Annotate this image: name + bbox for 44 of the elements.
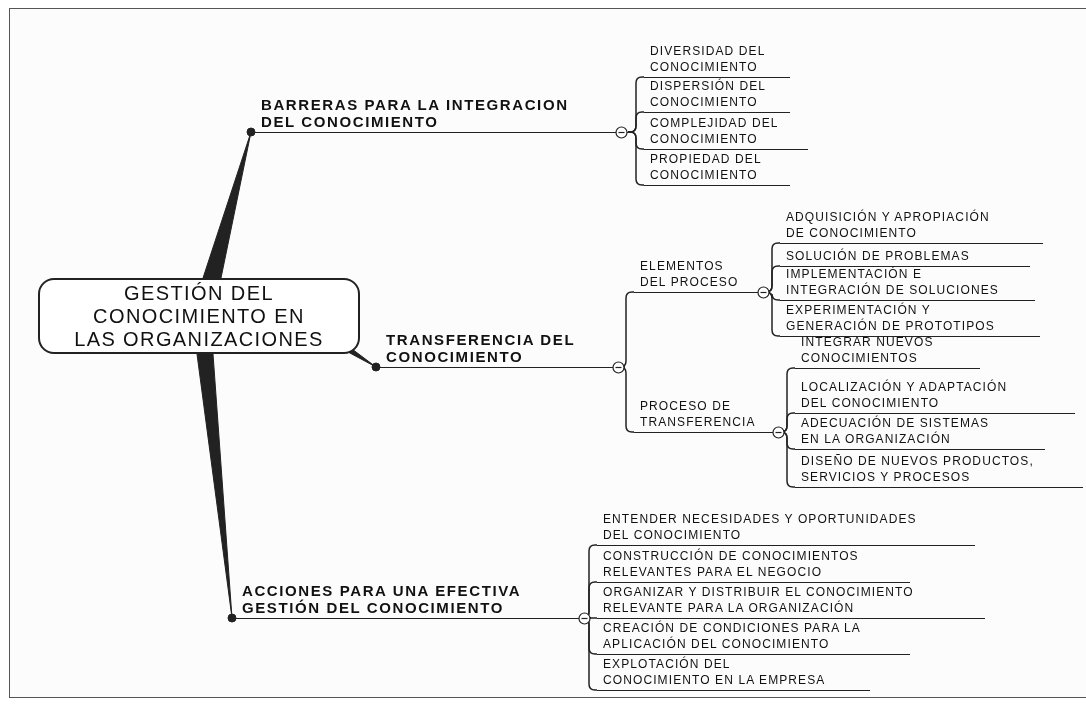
tapered-branch bbox=[347, 348, 381, 372]
leaf-topic bbox=[795, 338, 980, 369]
topic-text: LOCALIZACIÓN Y ADAPTACIÓN DEL CONOCIMIENTO bbox=[801, 378, 1008, 411]
topic-text: ADECUACIÓN DE SISTEMAS EN LA ORGANIZACIÓN bbox=[801, 414, 990, 447]
leaf-topic bbox=[597, 548, 910, 583]
topic-text: DISEÑO DE NUEVOS PRODUCTOS, SERVICIOS Y PROCESOS bbox=[801, 452, 1034, 485]
topic-text: EXPERIMENTACIÓN Y GENERACIÓN DE PROTOTIPOS bbox=[786, 301, 995, 334]
leaf-topic bbox=[795, 415, 1045, 450]
topic-text: BARRERAS PARA LA INTEGRACION DEL CONOCIMIENTO bbox=[261, 95, 569, 130]
central-topic-text: GESTIÓN DEL CONOCIMIENTO EN LAS ORGANIZACIONES bbox=[74, 281, 324, 351]
leaf-topic bbox=[597, 656, 870, 691]
topic-text: TRANSFERENCIA DEL CONOCIMIENTO bbox=[386, 330, 576, 365]
topic-text: DISPERSIÓN DEL CONOCIMIENTO bbox=[650, 77, 767, 110]
leaf-topic bbox=[780, 266, 1035, 301]
topic-text: ENTENDER NECESIDADES Y OPORTUNIDADES DEL CONOCIMIENTO bbox=[603, 510, 917, 543]
tapered-branch bbox=[196, 353, 237, 623]
topic-text: PROPIEDAD DEL CONOCIMIENTO bbox=[650, 150, 762, 183]
topic-text: CREACIÓN DE CONDICIONES PARA LA APLICACIÓN DEL CONOCIMIENTO bbox=[603, 619, 861, 652]
leaf-topic bbox=[644, 43, 790, 78]
leaf-topic bbox=[780, 302, 1040, 337]
tapered-branch bbox=[202, 127, 256, 279]
leaf-topic bbox=[597, 620, 910, 655]
topic-text: CONSTRUCCIÓN DE CONOCIMIENTOS RELEVANTES PARA EL NEGOCIO bbox=[603, 547, 859, 580]
topic-text: INTEGRAR NUEVOS CONOCIMIENTOS bbox=[801, 333, 934, 366]
topic-text: EXPLOTACIÓN DEL CONOCIMIENTO EN LA EMPRESA bbox=[603, 655, 826, 688]
topic-text: ADQUISICIÓN Y APROPIACIÓN DE CONOCIMIENTO bbox=[786, 208, 990, 241]
topic-text: ACCIONES PARA UNA EFECTIVA GESTIÓN DEL CONOCIMIENTO bbox=[242, 581, 522, 616]
leaf-topic bbox=[644, 151, 790, 186]
topic-text: ORGANIZAR Y DISTRIBUIR EL CONOCIMIENTO RELEVANTE PARA LA ORGANIZACIÓN bbox=[603, 583, 914, 616]
leaf-topic bbox=[644, 115, 808, 150]
leaf-topic bbox=[597, 584, 985, 619]
leaf-topic bbox=[780, 209, 1043, 244]
leaf-topic bbox=[795, 453, 1083, 488]
topic-text: PROCESO DE TRANSFERENCIA bbox=[640, 397, 756, 430]
leaf-topic bbox=[644, 78, 790, 113]
topic-text: COMPLEJIDAD DEL CONOCIMIENTO bbox=[650, 114, 779, 147]
topic-text: DIVERSIDAD DEL CONOCIMIENTO bbox=[650, 42, 766, 75]
topic-text: SOLUCIÓN DE PROBLEMAS bbox=[786, 247, 970, 264]
topic-text: ELEMENTOS DEL PROCESO bbox=[640, 257, 739, 290]
leaf-topic bbox=[597, 511, 975, 546]
leaf-topic bbox=[795, 379, 1075, 414]
central-topic-box bbox=[38, 278, 360, 354]
topic-text: IMPLEMENTACIÓN E INTEGRACIÓN DE SOLUCIONES bbox=[786, 265, 999, 298]
leaf-topic bbox=[780, 246, 1030, 267]
